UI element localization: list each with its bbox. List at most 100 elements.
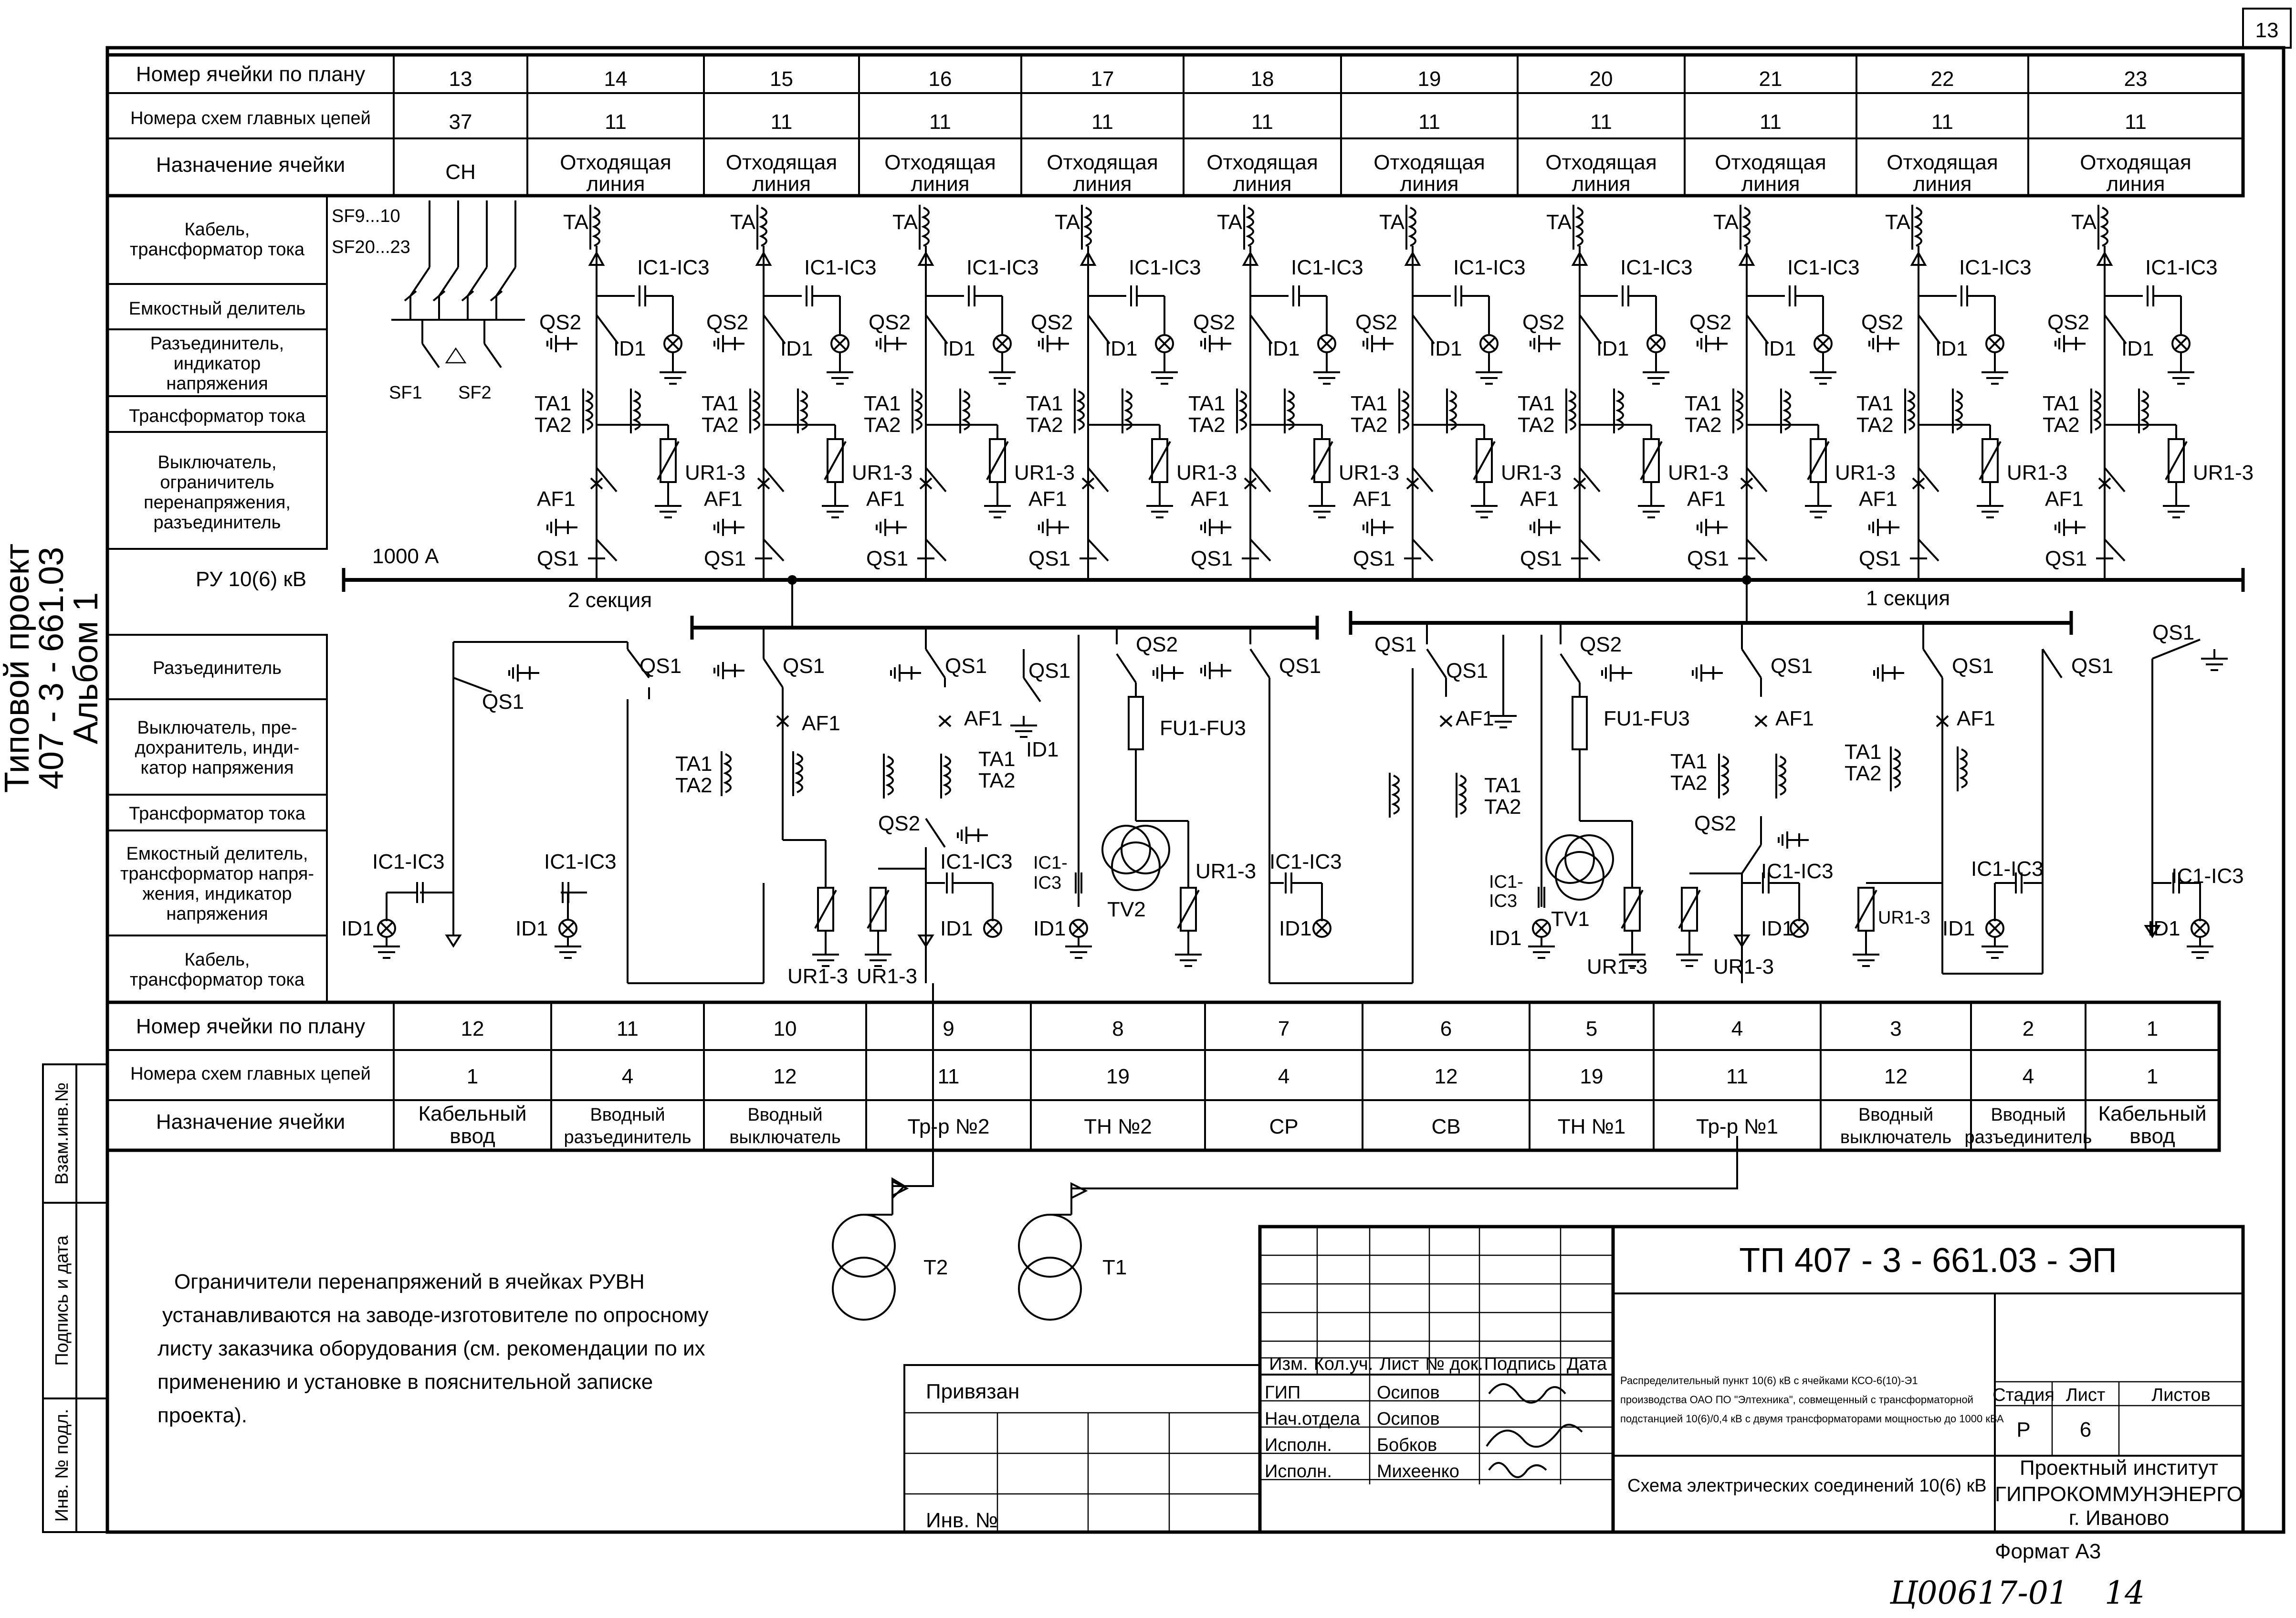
qs2-label: QS2 (869, 311, 911, 334)
ta1-label: TA1 (1670, 750, 1707, 773)
ur-label: UR1-3 (1713, 955, 1774, 978)
ground-icon (660, 363, 686, 385)
note-line-2: устанавливаются на заводе-изготовителе п… (162, 1303, 709, 1327)
current-transformer-icon (883, 754, 894, 798)
ic-label: IC3 (1489, 891, 1517, 911)
id1-label: ID1 (341, 917, 374, 940)
ground-icon (827, 363, 853, 385)
name-label: Бобков (1377, 1435, 1437, 1455)
equipment-label: индикатор (174, 354, 261, 374)
id1-label: ID1 (1942, 917, 1975, 940)
ic-label: IC3 (1033, 873, 1061, 893)
equipment-label: напряжения (166, 374, 268, 394)
voltage-indicator-icon (830, 334, 849, 353)
format-label: Формат А3 (1995, 1540, 2101, 1563)
ta-label: TA (1546, 210, 1572, 234)
handwritten-number: Ц00617-01 (1889, 1575, 2068, 1611)
earthing-switch-icon (1868, 335, 1899, 352)
current-transformer-icon (1573, 205, 1583, 250)
ic-label: IC1-IC3 (804, 256, 877, 279)
current-transformer-icon (2090, 389, 2101, 433)
capacitor-icon (1538, 887, 1545, 908)
ground-icon (822, 496, 849, 518)
cell-number: 20 (1590, 67, 1613, 91)
ground-icon (1981, 937, 2008, 959)
current-transformer-icon (1243, 205, 1254, 250)
t1-label: T1 (1102, 1256, 1127, 1279)
earthing-switch-icon (1530, 519, 1561, 536)
ground-icon (1151, 363, 1178, 385)
stage-header: Стадия (1992, 1385, 2055, 1405)
ta-label: TA (1885, 210, 1911, 234)
ic-label: IC1-IC3 (1291, 256, 1363, 279)
qs1-label: QS1 (866, 547, 908, 570)
fuse-icon (1572, 696, 1588, 750)
ground-icon (1476, 363, 1502, 385)
cable-end-icon (445, 935, 462, 948)
ta2-label: TA2 (675, 774, 712, 797)
bottom-row-label: Номера схем главных цепей (130, 1064, 371, 1084)
side-stamp: Взам.инв.№ Подпись и дата Инв. № подл. (42, 1063, 108, 1533)
title-header-cell: Лист (1380, 1354, 1419, 1374)
current-transformer-icon (1122, 389, 1132, 433)
current-transformer-icon (1074, 389, 1085, 433)
cable-end-icon (1738, 251, 1755, 266)
fu-label: FU1-FU3 (1604, 707, 1690, 730)
cell-purpose: линия (2107, 172, 2165, 196)
surge-arrester-icon (1977, 438, 2003, 518)
equipment-label: дохранитель, инди- (135, 738, 300, 758)
qs2-label: QS2 (1031, 311, 1073, 334)
cell-purpose: Тр-р №2 (908, 1115, 990, 1138)
current-transformer-icon (749, 389, 760, 433)
qs1-label: QS1 (1859, 547, 1901, 570)
scheme-number: 11 (1760, 110, 1782, 134)
capacitor-icon (1285, 872, 1292, 893)
current-transformer-icon (2138, 389, 2149, 433)
ic-label: IC1-IC3 (966, 256, 1039, 279)
equipment-label: катор напряжения (141, 758, 294, 778)
id-label: ID1 (1763, 337, 1796, 360)
cell-purpose: Отходящая (726, 151, 837, 174)
cable-end-icon (755, 251, 772, 266)
ta1-label: TA1 (864, 392, 901, 415)
qs1-label: QS1 (1279, 654, 1321, 678)
id1-label: ID1 (1489, 926, 1521, 950)
equipment-label: Трансформатор тока (129, 406, 306, 426)
scheme-number: 11 (2125, 110, 2147, 134)
ground-icon (1175, 945, 1202, 967)
side-project-line2: 407 - 3 - 661.03 (32, 547, 71, 789)
earthing-switch-icon (1153, 664, 1184, 682)
id-label: ID1 (1935, 337, 1968, 360)
cell-purpose: ТН №1 (1558, 1115, 1626, 1138)
tv2-winding (1121, 825, 1170, 874)
ic-label: IC1-IC3 (940, 850, 1013, 873)
sn-fuse-label: SF20...23 (332, 237, 410, 257)
title-main-frame (1611, 1225, 2245, 1534)
surge-arrester-icon (1805, 438, 1832, 518)
ta2-label: TA2 (535, 413, 571, 437)
ta-label: TA (892, 210, 918, 234)
cell-number: 4 (1731, 1017, 1743, 1040)
sheet-title: Схема электрических соединений 10(6) кВ (1627, 1476, 1987, 1496)
cell-number: 7 (1278, 1017, 1290, 1040)
cell-purpose: линия (1572, 172, 1631, 196)
equipment-label: Разъединитель (153, 658, 282, 678)
id-label: ID1 (2121, 337, 2154, 360)
qs1-label: QS1 (1028, 547, 1070, 570)
cable-end-icon (2144, 925, 2161, 938)
voltage-indicator-icon (993, 334, 1012, 353)
name-label: Михеенко (1377, 1461, 1459, 1481)
current-transformer-icon (1398, 389, 1409, 433)
bottom-cells: QS1QS1IC1-IC3ID1IC1-IC3ID1QS1AF1TA1TA2UR… (341, 621, 2244, 988)
ground-icon (373, 937, 400, 959)
af1-label: AF1 (1353, 487, 1392, 511)
ur-label: UR1-3 (1014, 461, 1075, 484)
earthing-switch-icon (713, 519, 744, 536)
scheme-number: 12 (774, 1065, 797, 1088)
